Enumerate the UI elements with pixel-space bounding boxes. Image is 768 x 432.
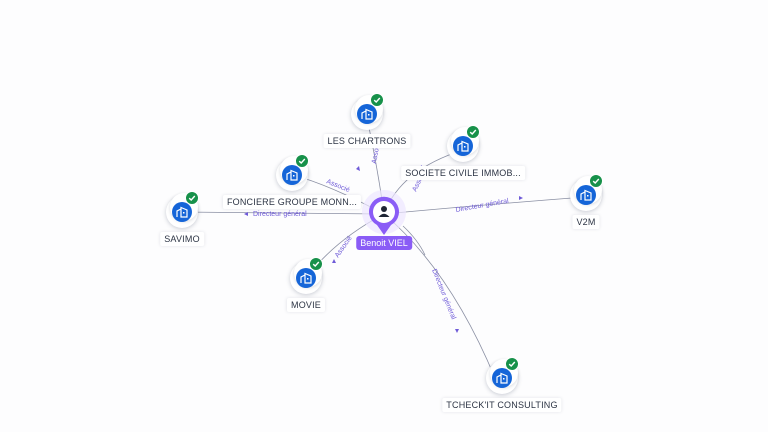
company-badge[interactable]	[570, 174, 603, 211]
arrow-savimo	[244, 212, 248, 216]
building-icon	[453, 136, 473, 156]
edge-savimo	[181, 211, 385, 215]
company-badge[interactable]	[447, 125, 480, 162]
edge-label-les-chartrons: Associé	[371, 139, 382, 164]
check-icon	[589, 174, 603, 188]
check-icon	[370, 93, 384, 107]
check-icon	[295, 154, 309, 168]
company-badge[interactable]	[486, 357, 519, 394]
check-icon	[185, 191, 199, 205]
company-label[interactable]: SOCIETE CIVILE IMMOB...	[401, 166, 525, 180]
arrow-v2m	[519, 196, 523, 200]
building-icon	[172, 202, 192, 222]
check-icon	[466, 125, 480, 139]
company-badge[interactable]	[166, 191, 199, 228]
company-label[interactable]: V2M	[572, 215, 600, 229]
building-icon	[492, 368, 512, 388]
edge-tcheckit	[383, 213, 496, 379]
check-icon	[505, 357, 519, 371]
check-icon	[309, 257, 323, 271]
arrow-fonciere	[356, 166, 360, 171]
edge-label-savimo: Directeur général	[253, 211, 307, 218]
building-icon	[282, 165, 302, 185]
building-icon	[576, 185, 596, 205]
edge-label-movie: Associé	[334, 235, 354, 259]
person-name[interactable]: Benoit VIEL	[356, 236, 412, 250]
company-label[interactable]: FONCIERE GROUPE MONN...	[222, 195, 362, 209]
edge-label-tcheckit: Directeur général	[430, 268, 457, 321]
company-badge[interactable]	[290, 257, 323, 294]
company-label[interactable]: LES CHARTRONS	[323, 134, 411, 148]
person-node[interactable]	[368, 196, 400, 236]
company-label[interactable]: SAVIMO	[160, 232, 204, 246]
user-icon	[378, 206, 390, 217]
edge-label-v2m: Directeur général	[455, 198, 510, 214]
building-icon	[296, 268, 316, 288]
arrow-movie	[332, 259, 336, 263]
building-icon	[357, 104, 377, 124]
company-badge[interactable]	[351, 93, 384, 130]
company-label[interactable]: MOVIE	[286, 298, 326, 312]
edge-v2m	[383, 196, 586, 215]
company-label[interactable]: TCHECK'IT CONSULTING	[442, 398, 562, 412]
arrow-tcheckit	[455, 329, 459, 333]
company-badge[interactable]	[276, 154, 309, 191]
